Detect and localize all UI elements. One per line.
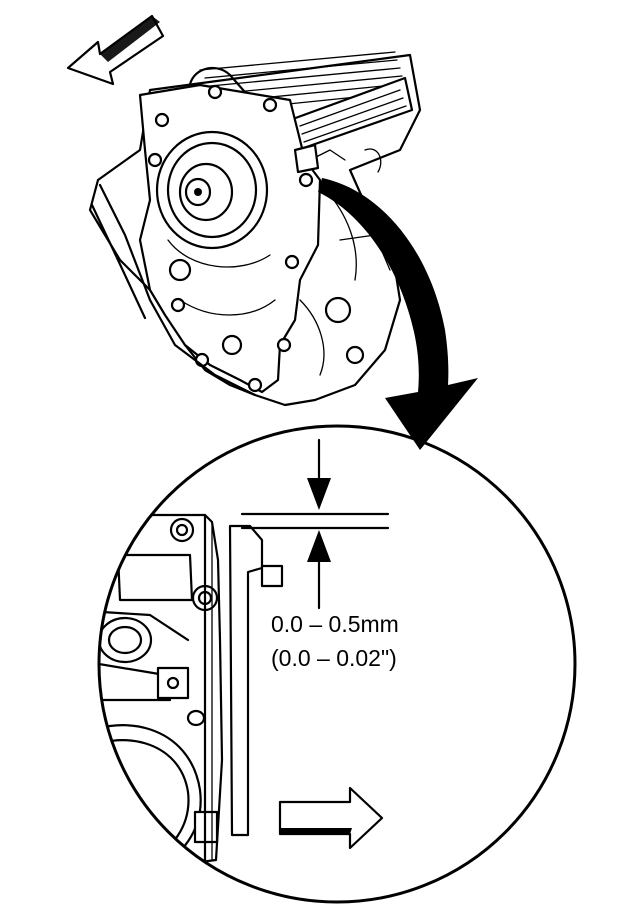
detail-inset: 0.0 – 0.5mm (0.0 – 0.02") bbox=[97, 424, 577, 904]
dimension-arrows bbox=[307, 438, 331, 610]
clearance-mm-text: 0.0 – 0.5mm bbox=[271, 611, 399, 637]
cover-section bbox=[228, 524, 264, 837]
oil-pan-rail bbox=[98, 183, 257, 397]
water-pump-pulley bbox=[155, 130, 269, 250]
detail-circle-border bbox=[97, 424, 577, 904]
front-sensor bbox=[293, 143, 320, 174]
locating-stud bbox=[260, 564, 284, 588]
engine-assembly-view bbox=[88, 51, 422, 407]
dowel-pin bbox=[186, 709, 206, 727]
cam-bore bbox=[99, 616, 153, 664]
hollow-arrow-right-icon bbox=[278, 786, 384, 850]
clearance-inch-text: (0.0 – 0.02") bbox=[271, 645, 397, 671]
hollow-arrow-left-icon bbox=[66, 14, 165, 86]
curved-arrow-icon bbox=[318, 178, 478, 450]
clearance-label: 0.0 – 0.5mm (0.0 – 0.02") bbox=[271, 611, 399, 671]
